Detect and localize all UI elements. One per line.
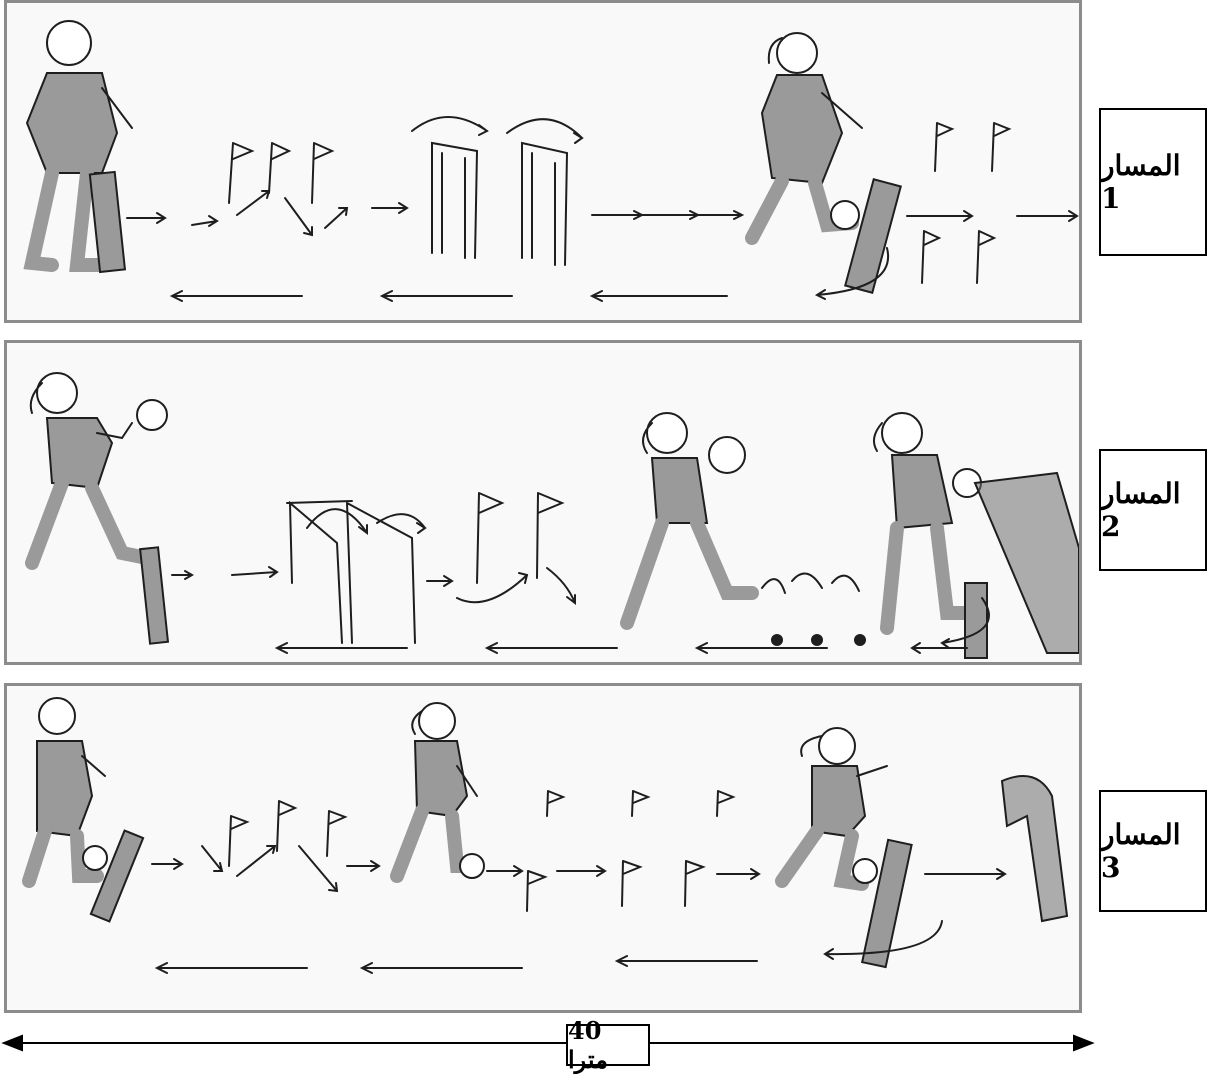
ball-icon <box>831 201 859 229</box>
route-arrow <box>347 861 379 871</box>
return-arrow <box>362 963 522 973</box>
route-arrow <box>192 216 217 226</box>
return-arrow <box>617 956 757 966</box>
ball-icon <box>853 859 877 883</box>
route-arrow <box>487 866 522 876</box>
player-figure <box>31 373 147 563</box>
route-arrow <box>232 567 277 577</box>
goal-net <box>975 473 1079 653</box>
cones <box>762 573 865 645</box>
player-figure <box>397 703 477 876</box>
ball-icon <box>137 400 167 430</box>
route-arrow <box>152 859 182 869</box>
return-arrow <box>592 291 727 301</box>
return-arrow <box>487 643 617 653</box>
ball-icon <box>709 437 745 473</box>
return-arrow <box>697 643 827 653</box>
ball-icon <box>83 846 107 870</box>
route-arrow <box>127 213 165 223</box>
track-2-panel <box>4 340 1082 665</box>
track-3-panel <box>4 683 1082 1013</box>
player-figure <box>874 413 972 628</box>
return-arrow <box>157 963 307 973</box>
post <box>965 583 987 658</box>
route-arrow <box>592 211 742 219</box>
route-arrow <box>925 869 1005 879</box>
return-arrow <box>912 643 967 653</box>
hurdles <box>287 501 425 643</box>
route-arrow <box>907 211 972 221</box>
post <box>845 179 901 292</box>
start-post <box>90 172 125 272</box>
slalom-flags <box>457 493 575 603</box>
track-1-label: المسار 1 <box>1099 108 1207 256</box>
return-arrow <box>172 291 302 301</box>
track-1-panel <box>4 0 1082 323</box>
ball-icon <box>460 854 484 878</box>
slalom-flags <box>527 791 733 911</box>
slalom-flags <box>202 801 345 891</box>
slalom-flags <box>229 143 347 235</box>
distance-arrow <box>0 1020 1096 1070</box>
goal-net <box>1002 776 1067 921</box>
route-arrow <box>1017 211 1077 221</box>
route-arrow <box>172 571 192 579</box>
route-arrow <box>557 866 605 876</box>
return-arrow <box>382 291 512 301</box>
start-post <box>140 547 168 643</box>
slalom-flags <box>922 123 1009 283</box>
hurdles <box>412 117 582 265</box>
track-3-label: المسار 3 <box>1099 790 1207 912</box>
track-2-label: المسار 2 <box>1099 449 1207 571</box>
route-arrow <box>372 203 407 213</box>
route-arrow <box>427 576 452 586</box>
route-arrow <box>717 869 759 879</box>
distance-label: 40 مترا <box>566 1024 650 1066</box>
return-arrow <box>277 643 407 653</box>
